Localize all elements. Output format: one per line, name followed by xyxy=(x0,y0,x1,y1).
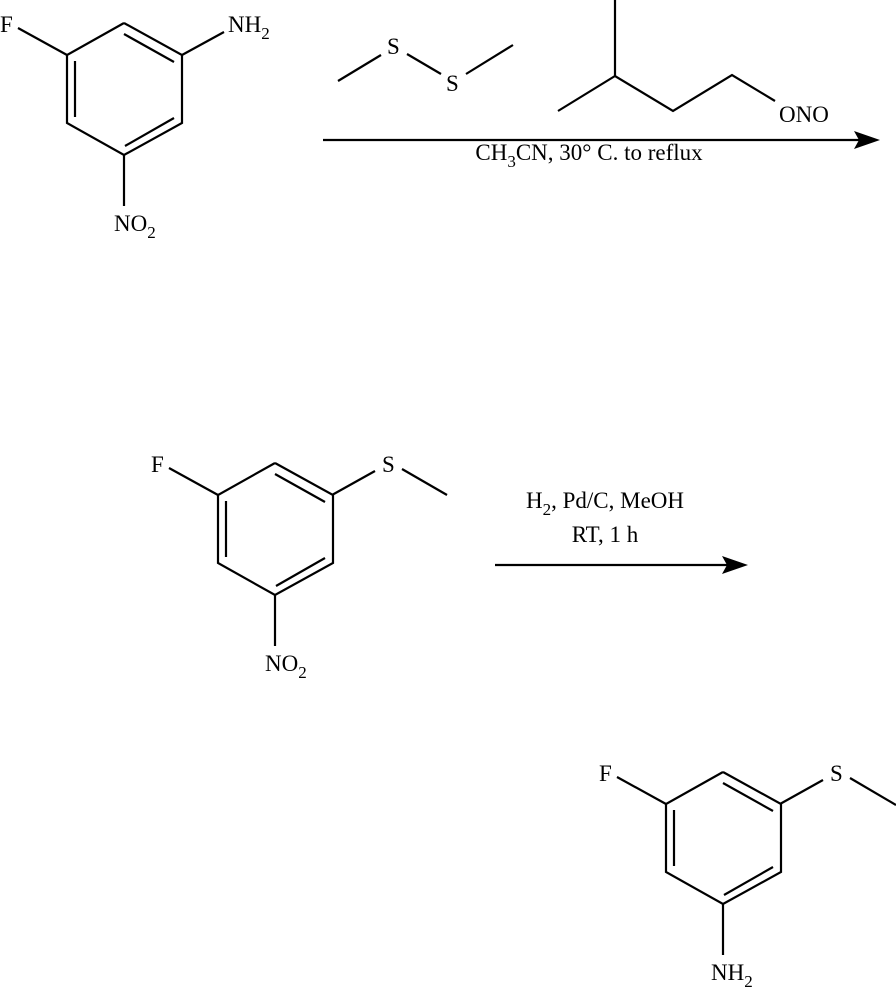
step2-conditions-line2: RT, 1 h xyxy=(572,522,639,547)
isoamyl-nitrite: ONO xyxy=(558,0,829,127)
step2-conditions-line1: H2, Pd/C, MeOH xyxy=(526,488,684,519)
step1-conditions: CH3CN, 30° C. to reflux xyxy=(475,140,703,171)
benzene-ring xyxy=(18,23,182,155)
sulfur-label-2: S xyxy=(446,71,459,96)
sulfur-label-1: S xyxy=(387,34,400,59)
fluorine-label: F xyxy=(151,452,164,477)
sulfur-label: S xyxy=(382,452,395,477)
starting-material-3-fluoro-5-nitroaniline: F NH2 NO2 xyxy=(0,12,270,242)
sulfur-label: S xyxy=(830,761,843,786)
reaction-arrow-2 xyxy=(495,556,748,574)
benzene-ring xyxy=(617,772,781,904)
amine-bond xyxy=(182,32,224,55)
benzene-ring xyxy=(169,463,333,595)
fluorine-label: F xyxy=(0,12,13,37)
intermediate-3-fluoro-5-nitrothioanisole: F S NO2 xyxy=(151,452,447,682)
amine-label: NH2 xyxy=(711,960,753,988)
nitrite-label: ONO xyxy=(779,102,829,127)
fluorine-label: F xyxy=(599,761,612,786)
amine-label: NH2 xyxy=(228,12,270,43)
nitro-label: NO2 xyxy=(114,211,156,242)
product-3-fluoro-5-methylthioaniline: F S NH2 xyxy=(599,761,896,988)
nitro-label: NO2 xyxy=(265,651,307,682)
dimethyl-disulfide: S S xyxy=(338,34,513,96)
